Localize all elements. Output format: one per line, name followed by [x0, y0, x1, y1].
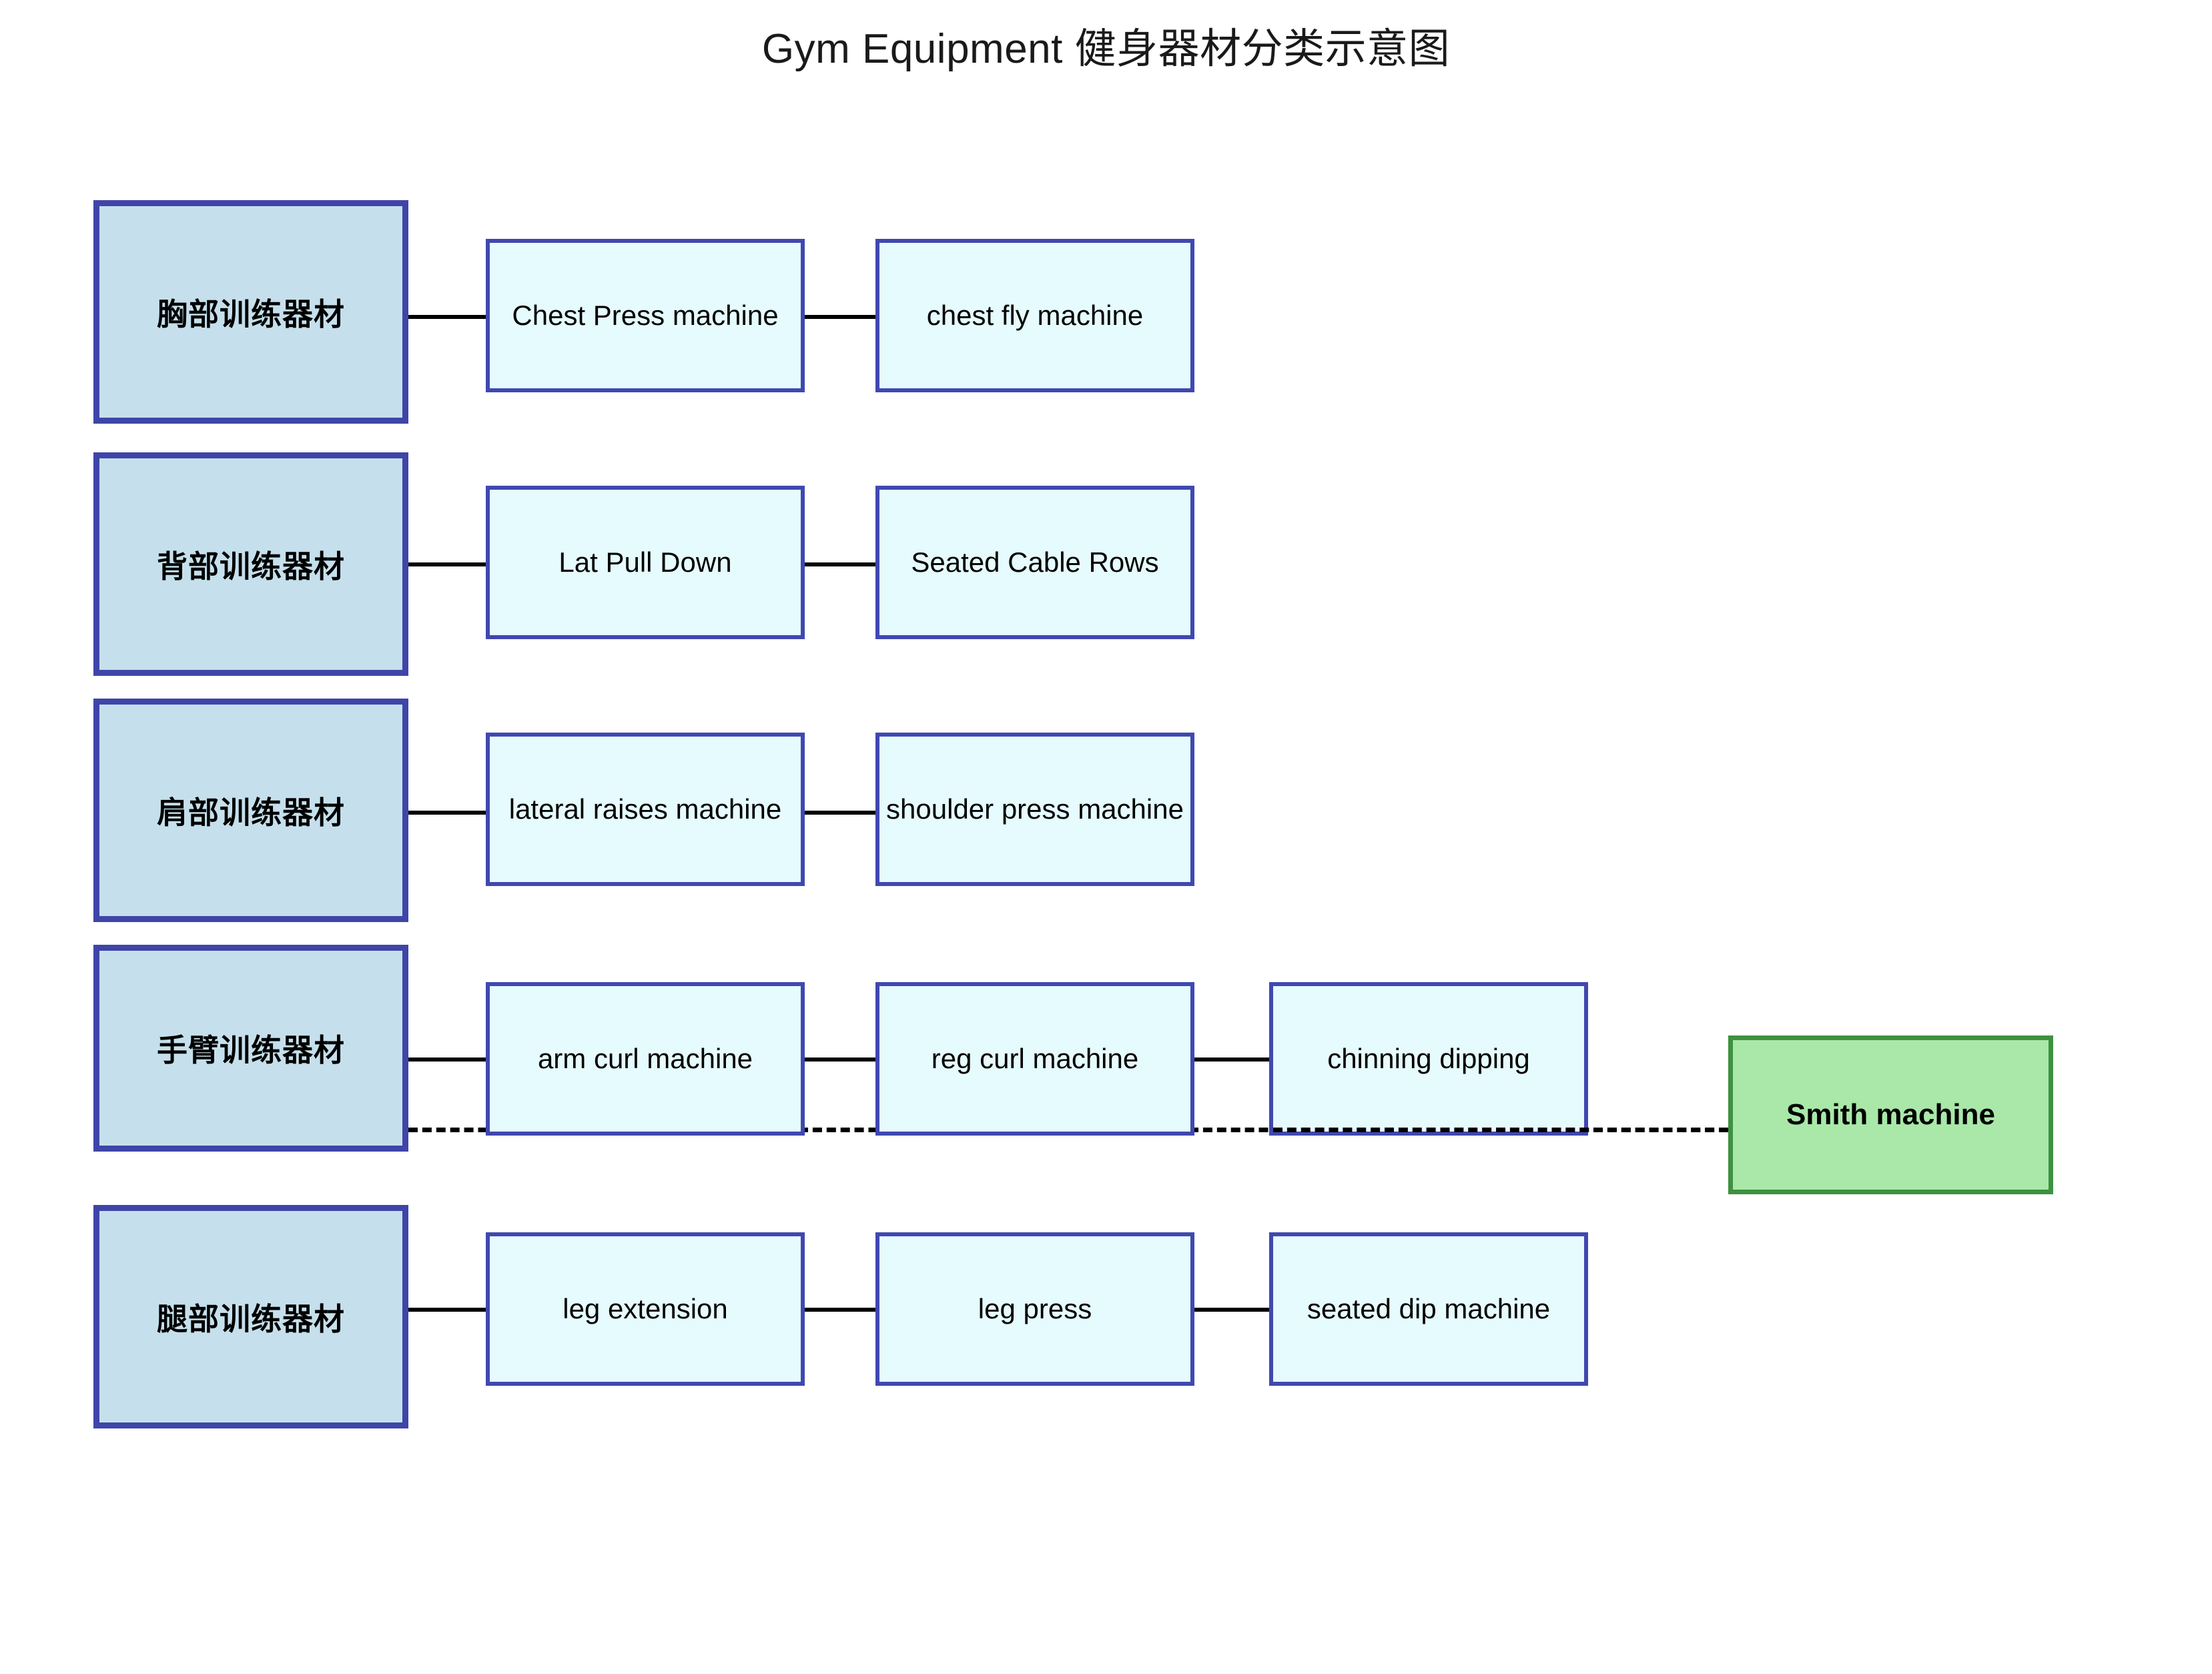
special-label-smith-machine: Smith machine — [1786, 1098, 1995, 1131]
equipment-label: leg press — [978, 1293, 1092, 1324]
equipment-label: shoulder press machine — [886, 793, 1184, 825]
equipment-box-leg-extension[interactable]: leg extension — [486, 1232, 805, 1386]
equipment-label: leg extension — [563, 1293, 728, 1324]
category-box-back[interactable]: 背部训练器材 — [93, 452, 408, 676]
category-label-arm: 手臂训练器材 — [157, 1033, 345, 1068]
equipment-label: lateral raises machine — [508, 793, 782, 825]
equipment-label: seated dip machine — [1307, 1293, 1551, 1324]
connector-chest-cat-to-item1 — [408, 315, 498, 319]
category-label-leg: 腿部训练器材 — [157, 1301, 345, 1336]
category-box-chest[interactable]: 胸部训练器材 — [93, 200, 408, 424]
equipment-label: Seated Cable Rows — [911, 546, 1159, 578]
equipment-box-chest-fly-machine[interactable]: chest fly machine — [875, 239, 1194, 392]
equipment-box-lateral-raises-machine[interactable]: lateral raises machine — [486, 733, 805, 886]
category-label-chest: 胸部训练器材 — [157, 296, 345, 332]
equipment-box-chinning-dipping[interactable]: chinning dipping — [1269, 982, 1588, 1136]
equipment-label: chinning dipping — [1327, 1043, 1530, 1074]
connector-leg-cat-to-item1 — [408, 1308, 498, 1312]
category-box-arm[interactable]: 手臂训练器材 — [93, 945, 408, 1152]
connector-back-cat-to-item1 — [408, 562, 498, 566]
equipment-box-shoulder-press-machine[interactable]: shoulder press machine — [875, 733, 1194, 886]
equipment-box-seated-dip-machine[interactable]: seated dip machine — [1269, 1232, 1588, 1386]
equipment-label: arm curl machine — [537, 1043, 753, 1074]
category-label-back: 背部训练器材 — [157, 548, 345, 584]
equipment-label: Chest Press machine — [512, 300, 779, 331]
page-title: Gym Equipment 健身器材分类示意图 — [761, 26, 1451, 72]
category-box-leg[interactable]: 腿部训练器材 — [93, 1205, 408, 1428]
connector-dashed-overlay — [1273, 1128, 1728, 1132]
category-box-shoulder[interactable]: 肩部训练器材 — [93, 699, 408, 922]
equipment-box-lat-pull-down[interactable]: Lat Pull Down — [486, 486, 805, 639]
connector-arm-cat-to-item1 — [408, 1058, 498, 1062]
equipment-box-chest-press-machine[interactable]: Chest Press machine — [486, 239, 805, 392]
equipment-label: reg curl machine — [931, 1043, 1139, 1074]
equipment-label: Lat Pull Down — [559, 546, 732, 578]
equipment-box-arm-curl-machine[interactable]: arm curl machine — [486, 982, 805, 1136]
category-label-shoulder: 肩部训练器材 — [157, 795, 345, 830]
equipment-label: chest fly machine — [926, 300, 1144, 331]
connector-shoulder-cat-to-item1 — [408, 811, 498, 815]
equipment-box-leg-press[interactable]: leg press — [875, 1232, 1194, 1386]
equipment-box-reg-curl-machine[interactable]: reg curl machine — [875, 982, 1194, 1136]
equipment-box-seated-cable-rows[interactable]: Seated Cable Rows — [875, 486, 1194, 639]
special-box-smith-machine[interactable]: Smith machine — [1728, 1035, 2053, 1194]
